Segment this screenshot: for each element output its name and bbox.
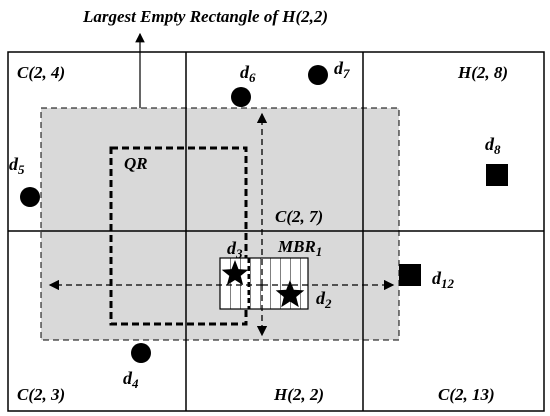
point-d5-label: d5 [9,154,25,177]
query-region-label: QR [124,154,148,173]
point-d6-label: d6 [240,62,256,85]
point-d7-label: d7 [334,58,350,81]
point-d4-label: d4 [123,368,139,391]
cell-label-top-right: H(2, 8) [457,63,508,82]
point-d6-marker [231,87,251,107]
point-d2-marker [275,280,305,308]
point-d12-marker [399,264,421,286]
cell-label-bottom-right: C(2, 13) [438,385,495,404]
point-d7-marker [308,65,328,85]
point-d8-label: d8 [485,134,501,157]
query-region [109,146,248,326]
cell-label-top-left: C(2, 4) [17,63,65,82]
point-d4-marker [131,343,151,363]
point-d3-marker [221,260,249,286]
point-d2-label: d2 [316,288,332,311]
cell-label-bottom-left: C(2, 3) [17,385,65,404]
point-d12-label: d12 [432,268,455,291]
point-d5-marker [20,187,40,207]
cell-label-center: C(2, 7) [275,207,323,226]
diagram-title: Largest Empty Rectangle of H(2,2) [82,7,328,26]
point-d3-label: d3 [227,238,243,261]
mbr-label: MBR1 [277,237,322,259]
point-d8-marker [486,164,508,186]
cell-label-bottom-center: H(2, 2) [273,385,324,404]
